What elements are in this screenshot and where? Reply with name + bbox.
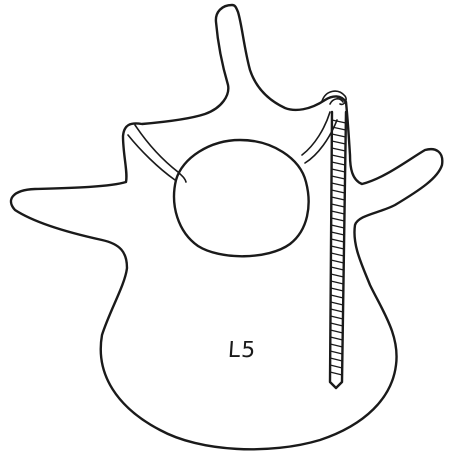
screw-thread (331, 204, 344, 207)
screw-thread (330, 372, 342, 375)
right-lamina-edge (302, 112, 330, 155)
screw-thread (332, 155, 346, 158)
vertebra-level-label: L5 (227, 338, 257, 363)
vertebral-canal (174, 140, 309, 256)
screw-thread (332, 148, 346, 151)
screw-thread (330, 330, 342, 333)
screw-thread (332, 141, 346, 144)
screw-thread (331, 232, 344, 235)
screw-shaft (330, 112, 346, 388)
screw-thread (331, 302, 344, 305)
screw-thread (331, 197, 344, 200)
screw-thread (330, 344, 342, 347)
screw-thread (331, 288, 344, 291)
screw-thread (330, 323, 342, 326)
screw-thread (331, 267, 344, 270)
screw-thread (332, 169, 346, 172)
screw-thread (331, 190, 344, 193)
screw-thread (332, 134, 346, 137)
screw-thread (332, 176, 346, 179)
screw-thread (331, 211, 344, 214)
screw-thread (331, 295, 344, 298)
screw-thread (332, 120, 346, 123)
screw-thread (331, 281, 344, 284)
screw-thread (331, 239, 344, 242)
screw-thread (330, 351, 342, 354)
screw-thread (330, 337, 342, 340)
vertebra-outline (11, 5, 442, 449)
screw-thread (331, 260, 344, 263)
screw-thread (331, 183, 344, 186)
screw-thread (331, 253, 344, 256)
screw-thread (331, 225, 344, 228)
screw-thread (330, 358, 342, 361)
screw-thread (331, 274, 344, 277)
screw-thread (332, 162, 346, 165)
screw-thread (331, 218, 344, 221)
screw-thread (330, 316, 342, 319)
screw-thread (331, 309, 344, 312)
screw-thread (330, 365, 342, 368)
screw-thread (331, 246, 344, 249)
left-lamina-inner (128, 135, 175, 180)
